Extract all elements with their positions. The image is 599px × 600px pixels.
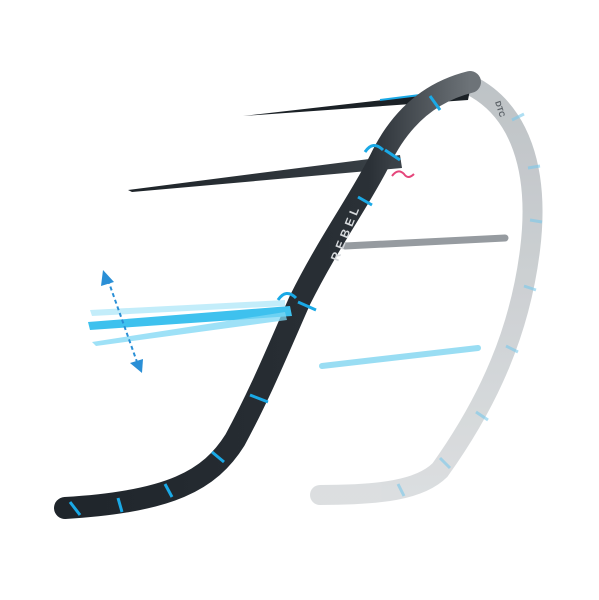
ghost-leading-edge [310,75,543,505]
top-batten-accent [379,94,421,101]
strut-position-top [90,300,285,316]
pink-logo-mark [391,170,415,178]
ghost-accent-marks [396,112,543,497]
double-headed-vertical-arrow-icon [101,270,143,373]
leading-edge-accent-marks [68,95,442,516]
ghost-strut-upper [341,234,509,250]
adjustable-strut [88,300,292,346]
upper-strut-clip [363,144,385,153]
upper-strut [128,155,402,192]
ghost-strut-lower [319,345,481,369]
strut-position-middle [88,306,292,330]
leading-edge-tube [54,71,481,519]
ghost-frame [310,75,543,505]
strut-position-bottom [92,312,287,346]
lower-strut-clip [276,292,298,301]
